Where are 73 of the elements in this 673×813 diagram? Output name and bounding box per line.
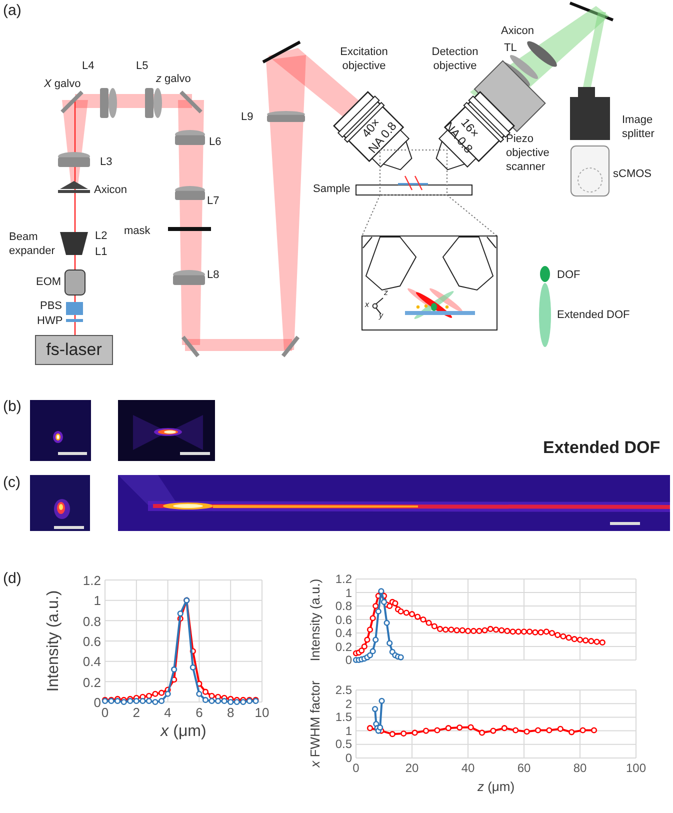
lens-label: L5	[136, 60, 148, 74]
lens-label: TL	[504, 42, 517, 56]
lens-label: L1	[95, 246, 108, 260]
panel-label: (b)	[3, 398, 22, 417]
axis-title: Intensity (a.u.)	[308, 578, 322, 661]
tick-label: 0.2	[82, 676, 101, 689]
panel-label: (c)	[3, 474, 20, 493]
tick-label: 100	[626, 762, 646, 774]
component-label: X galvo	[44, 78, 81, 92]
component-label: Detection objective	[430, 46, 480, 74]
tick-label: 0	[94, 696, 101, 709]
tick-label: 40	[461, 762, 475, 774]
tick-label: 20	[405, 762, 419, 774]
lens-label: L3	[100, 156, 112, 170]
component-label: Beam expander	[9, 231, 56, 258]
component-label: HWP	[37, 315, 63, 329]
tick-label: 0	[345, 752, 352, 764]
axis-label: z	[384, 288, 388, 298]
tick-label: 0.2	[335, 640, 352, 652]
tick-label: 2	[132, 706, 140, 719]
legend-label: DOF	[557, 268, 580, 283]
tick-label: 2	[345, 698, 352, 710]
panel-label: (d)	[3, 570, 22, 589]
section-heading: Extended DOF	[543, 437, 660, 458]
panel-label: (a)	[3, 2, 22, 21]
tick-label: 1	[345, 724, 352, 737]
lens-label: L2	[95, 230, 108, 244]
axis-label: y	[379, 311, 383, 321]
tick-label: 1.2	[82, 574, 101, 587]
component-label: sCMOS	[613, 168, 652, 182]
lens-label: L4	[82, 60, 94, 74]
axis-title: x FWHM factor	[308, 680, 322, 768]
lens-label: L6	[209, 136, 222, 150]
component-label: PBS	[40, 300, 62, 314]
axis-title: z (μm)	[477, 780, 515, 793]
component-label: Image splitter	[622, 114, 656, 142]
component-label: Piezo objective scanner	[506, 133, 550, 174]
tick-label: 0	[345, 654, 352, 666]
component-label: EOM	[36, 276, 62, 290]
tick-label: 0.6	[82, 635, 101, 648]
tick-label: 1	[345, 586, 352, 598]
component-label: mask	[124, 225, 150, 239]
tick-label: 2.5	[335, 684, 352, 696]
lens-label: L7	[207, 195, 220, 209]
tick-label: 1.2	[335, 573, 352, 585]
axis-title: x (μm)	[160, 724, 206, 740]
tick-label: 0.8	[82, 614, 101, 628]
tick-label: 0.4	[335, 627, 352, 639]
tick-label: 10	[254, 706, 270, 719]
axis-label: x	[365, 300, 369, 310]
tick-label: 1	[94, 594, 101, 608]
objective-marking: 40× NA 0.8	[358, 114, 400, 158]
component-label: Axicon	[501, 25, 534, 39]
tick-label: 0.6	[335, 614, 352, 626]
tick-label: 6	[196, 706, 203, 719]
axis-title: Intensity (a.u.)	[46, 590, 62, 692]
tick-label: 0.4	[82, 655, 101, 668]
tick-label: 0	[101, 706, 109, 719]
tick-label: 4	[164, 706, 172, 719]
tick-label: 1.5	[335, 711, 352, 724]
component-label: Excitation objective	[339, 46, 389, 74]
tick-label: 60	[517, 762, 531, 774]
component-label: Axicon	[94, 184, 128, 198]
legend-label: Extended DOF	[557, 308, 630, 323]
component-label: Sample	[313, 183, 350, 197]
tick-label: 0	[352, 762, 360, 774]
lens-label: L8	[207, 269, 220, 283]
component-label: z galvo	[156, 73, 191, 87]
tick-label: 80	[573, 762, 587, 774]
tick-label: 0.8	[335, 600, 352, 612]
lens-label: L9	[241, 111, 254, 125]
tick-label: 8	[226, 706, 234, 719]
tick-label: 0.5	[335, 738, 352, 750]
